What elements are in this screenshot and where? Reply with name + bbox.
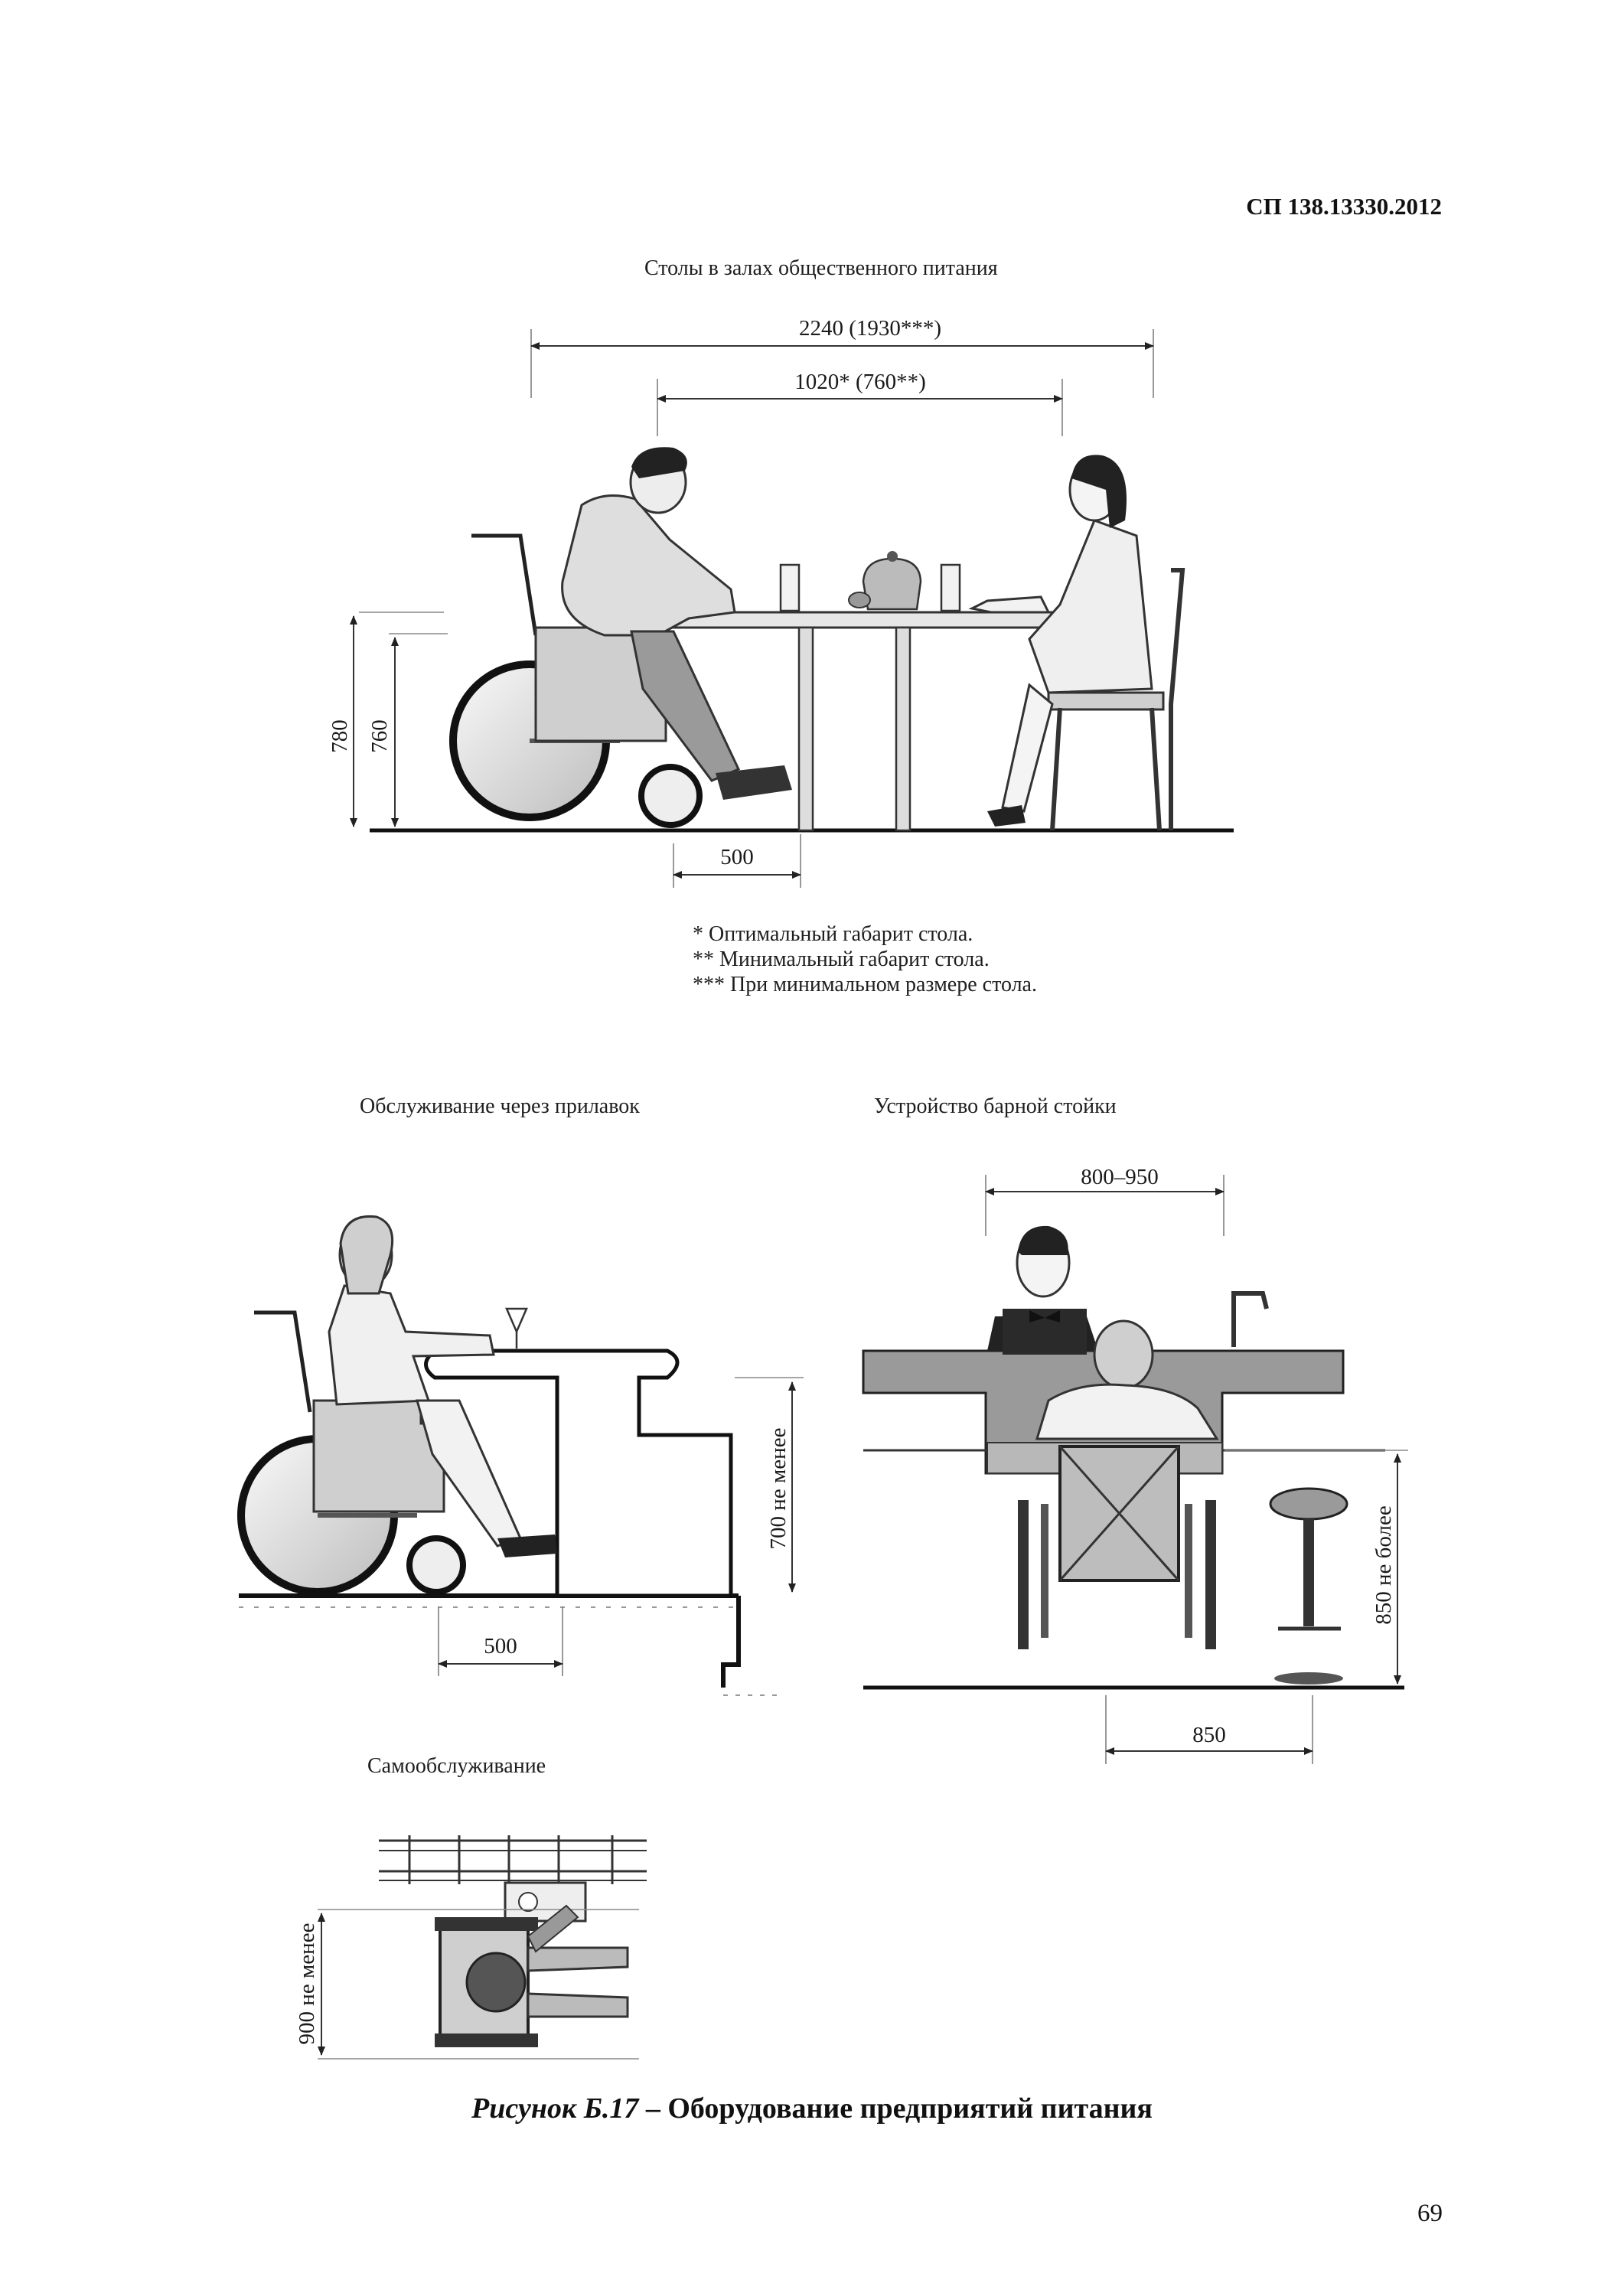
- figure-title-text: – Оборудование предприятий питания: [638, 2092, 1153, 2125]
- tables-caption: Столы в залах общественного питания: [644, 256, 998, 280]
- note-minimal: ** Минимальный габарит стола.: [693, 947, 990, 971]
- bar-caption: Устройство барной стойки: [874, 1094, 1117, 1118]
- bar-drawing: 800–950: [862, 1165, 1408, 1764]
- dim-counter-height: 700 не менее: [766, 1428, 791, 1550]
- dim-bar-height: 850 не более: [1371, 1505, 1396, 1624]
- dim-knee-label: 500: [720, 845, 754, 869]
- dim-bar-width: 800–950: [1081, 1165, 1159, 1189]
- figure-title: Рисунок Б.17 – Оборудование предприятий …: [0, 2092, 1624, 2125]
- document-code: СП 138.13330.2012: [1246, 193, 1442, 220]
- figure-number: Рисунок Б.17: [471, 2092, 639, 2125]
- page-number: 69: [1417, 2200, 1443, 2227]
- seated-woman-figure: [968, 455, 1185, 831]
- dim-counter-depth: 500: [484, 1634, 517, 1658]
- dim-height-760: 760: [367, 719, 392, 753]
- counter-wheelchair-figure: [237, 1215, 557, 1596]
- note-optimal: * Оптимальный габарит стола.: [693, 922, 973, 946]
- counter-drawing: 700 не менее 500: [237, 1215, 804, 1696]
- tables-drawing: 2240 (1930***) 1020* (760**) 780 760 500: [328, 316, 1234, 888]
- wheelchair-user-figure: [449, 447, 792, 828]
- dim-table-label: 1020* (760**): [794, 370, 926, 394]
- self-service-caption: Самообслуживание: [367, 1754, 546, 1778]
- dim-bar-depth: 850: [1192, 1723, 1226, 1747]
- service-counter: [424, 1349, 733, 1598]
- bartender-figure: [987, 1225, 1098, 1355]
- dim-total-label: 2240 (1930***): [799, 316, 941, 341]
- note-min-size: *** При минимальном размере стола.: [693, 973, 1037, 996]
- table-notes: * Оптимальный габарит стола. ** Минималь…: [693, 921, 1037, 997]
- counter-caption: Обслуживание через прилавок: [360, 1094, 640, 1118]
- bar-stool: [1269, 1487, 1348, 1684]
- bar-wheelchair-figure: [1018, 1319, 1219, 1649]
- teapot-icon: [862, 557, 922, 611]
- faucet-icon: [1231, 1291, 1269, 1347]
- dim-height-780: 780: [328, 719, 352, 753]
- dim-aisle-width: 900 не менее: [295, 1923, 319, 2045]
- wine-glass-icon: [505, 1307, 528, 1335]
- self-service-drawing: 900 не менее: [295, 1835, 647, 2060]
